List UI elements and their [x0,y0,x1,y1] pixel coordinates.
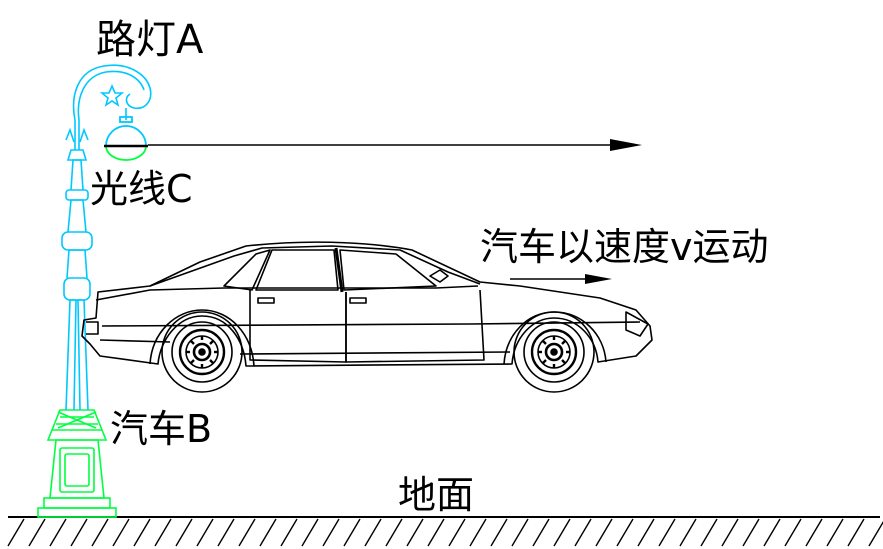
hatch-mark [7,518,25,547]
car-greenhouse [149,245,481,287]
car-front-door-window [339,249,437,291]
lamp-globe [104,116,148,161]
hatch-mark [112,518,130,547]
hatch-mark [805,518,823,547]
light-ray-arrow-icon [610,139,642,151]
hatch-mark [280,518,298,547]
hatch-mark [721,518,739,547]
car-front-wheel [513,311,595,393]
car-icon [81,241,653,367]
car-body [81,241,653,367]
hatch-mark [322,518,340,547]
car-label: 汽车B [110,407,213,451]
lamp-post [61,64,152,411]
hatch-mark [742,518,760,547]
hatch-mark [826,518,844,547]
ray-label: 光线C [90,167,193,211]
hatch-mark [217,518,235,547]
hatch-mark [70,518,88,547]
hatch-mark [511,518,529,547]
velocity-arrow-icon [585,274,612,284]
hatch-mark [868,521,883,547]
car-rear-door-window [255,249,339,291]
hatch-mark [301,518,319,547]
hatch-mark [133,518,151,547]
hatch-mark [28,518,46,547]
hatch-mark [532,518,550,547]
hatch-mark [196,518,214,547]
hatch-mark [175,518,193,547]
velocity-arrow [510,274,612,284]
hatch-mark [574,518,592,547]
ground-label: 地面 [398,473,475,517]
lamp-label: 路灯A [96,17,204,63]
hatch-mark [595,518,613,547]
hatch-mark [364,518,382,547]
car-rear-window [223,249,271,291]
hatch-mark [448,518,466,547]
car-rear-wheel [161,311,243,393]
hatch-mark [763,518,781,547]
hatch-mark [700,518,718,547]
hatch-mark [238,518,256,547]
car-motion-label: 汽车以速度v运动 [480,225,769,269]
hatch-mark [385,518,403,547]
hatch-mark [553,518,571,547]
hatch-mark [91,518,109,547]
hatch-mark [154,518,172,547]
street-lamp-icon [37,64,152,518]
hatch-mark [469,518,487,547]
hatch-mark [784,518,802,547]
ground-hatching [7,518,883,547]
ground [7,516,883,547]
lamp-base [37,409,117,518]
hatch-mark [49,518,67,547]
hatch-mark [847,518,865,547]
hatch-mark [679,518,697,547]
hatch-mark [490,518,508,547]
light-ray [148,139,642,151]
hatch-mark [259,518,277,547]
hatch-mark [427,518,445,547]
hatch-mark [658,518,676,547]
hatch-mark [406,518,424,547]
hatch-mark [637,518,655,547]
hatch-mark [616,518,634,547]
hatch-mark [343,518,361,547]
